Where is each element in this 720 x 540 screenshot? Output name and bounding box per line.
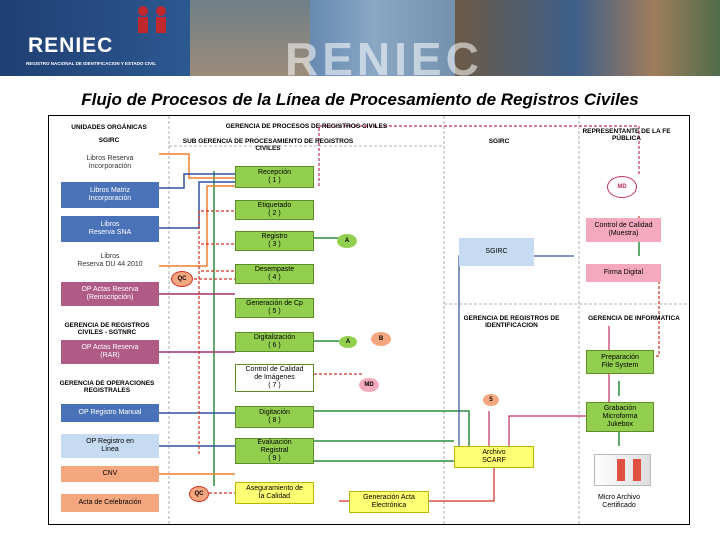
reniec-logo: RENIEC REGISTRO NACIONAL DE IDENTIFICACI… [18,4,188,72]
header-sgirc-mid: SGIRC [488,138,510,145]
preparacion-file-system: Preparación File System [586,350,654,374]
header-gerencia-identificacion: GERENCIA DE REGISTROS DE IDENTIFICACION [463,315,560,330]
generacion-acta-electronica: Generación Acta Electrónica [349,491,429,513]
jukebox-icon [594,454,651,486]
step-aseguramiento-calidad: Aseguramiento de la Calidad [235,482,314,504]
connector-md-bottom: MD [359,378,379,392]
banner-watermark: RENIEC [285,33,483,76]
connector-a-top: A [337,234,357,248]
source-op-registro-linea: OP Registro en Línea [61,434,159,458]
process-diagram: UNIDADES ORGÁNICAS SGIRC GERENCIA DE PRO… [48,115,690,525]
step-registro: Registro ( 3 ) [235,231,314,251]
source-libros-matriz: Libros Matriz Incorporación [61,182,159,208]
step-digitacion: Digitación ( 8 ) [235,406,314,428]
step-etiquetado: Etiquetado ( 2 ) [235,200,314,220]
source-op-actas-reinscripcion: OP Actas Reserva (Reinscripción) [61,282,159,306]
archivo-scarf: Archivo SCARF [454,446,534,468]
banner-photo-left [190,0,310,76]
step-evaluacion-registral: Evaluación Registral ( 9 ) [235,438,314,464]
source-op-actas-rar: OP Actas Reserva (RAR) [61,340,159,364]
family-icon [138,6,166,33]
grabacion-microforma: Grabación Microforma Jukebox [586,402,654,432]
header-sgirc-left: SGIRC [98,137,120,144]
connector-qc-bottom: QC [189,486,209,502]
connector-a-bottom: A [339,336,357,348]
connector-qc-top: QC [171,271,193,287]
step-digitalizacion: Digitalización ( 6 ) [235,332,314,352]
step-desempaste: Desempaste ( 4 ) [235,264,314,284]
source-libros-reserva-du: Libros Reserva DU 44 2010 [61,250,159,272]
logo-text: RENIEC [28,34,114,57]
micro-archivo-certificado: Micro Archivo Certificado [597,494,640,509]
source-op-registro-manual: OP Registro Manual [61,404,159,422]
label-gerencia-registros-civiles: GERENCIA DE REGISTROS CIVILES - SGTNRC [64,322,150,337]
source-libros-reserva-sna: Libros Reserva SNA [61,216,159,242]
source-acta-celebracion: Acta de Celebración [61,494,159,512]
header-banner: RENIEC RENIEC REGISTRO NACIONAL DE IDENT… [0,0,720,76]
control-calidad-muestra: Control de Calidad (Muestra) [586,218,661,242]
page-title: Flujo de Procesos de la Línea de Procesa… [81,90,639,109]
header-sub-gerencia: SUB GERENCIA DE PROCESAMIENTO DE REGISTR… [182,138,354,153]
firma-digital: Firma Digital [586,264,661,282]
header-gerencia-informatica: GERENCIA DE INFORMATICA [588,315,680,322]
step-control-calidad-imagenes: Control de Calidad de Imágenes ( 7 ) [235,364,314,392]
connector-b: B [371,332,391,346]
label-gerencia-operaciones: GERENCIA DE OPERACIONES REGISTRALES [59,380,155,395]
step-generacion-cp: Generación de Cp ( 5 ) [235,298,314,318]
header-representante: REPRESENTANTE DE LA FE PÚBLICA [582,128,671,143]
header-gerencia-procesos: GERENCIA DE PROCESOS DE REGISTROS CIVILE… [225,123,388,130]
source-libros-reserva-incorporacion: Libros Reserva Incorporación [61,152,159,174]
step-recepcion: Recepción ( 1 ) [235,166,314,188]
logo-subtitle: REGISTRO NACIONAL DE IDENTIFICACION Y ES… [26,61,157,66]
connector-5: 5 [483,394,499,406]
header-unidades: UNIDADES ORGÁNICAS [71,124,147,131]
connector-md-top: MD [607,176,637,198]
sgirc-box: SGIRC [459,238,534,266]
source-cnv: CNV [61,466,159,482]
banner-photo-right [455,0,720,76]
